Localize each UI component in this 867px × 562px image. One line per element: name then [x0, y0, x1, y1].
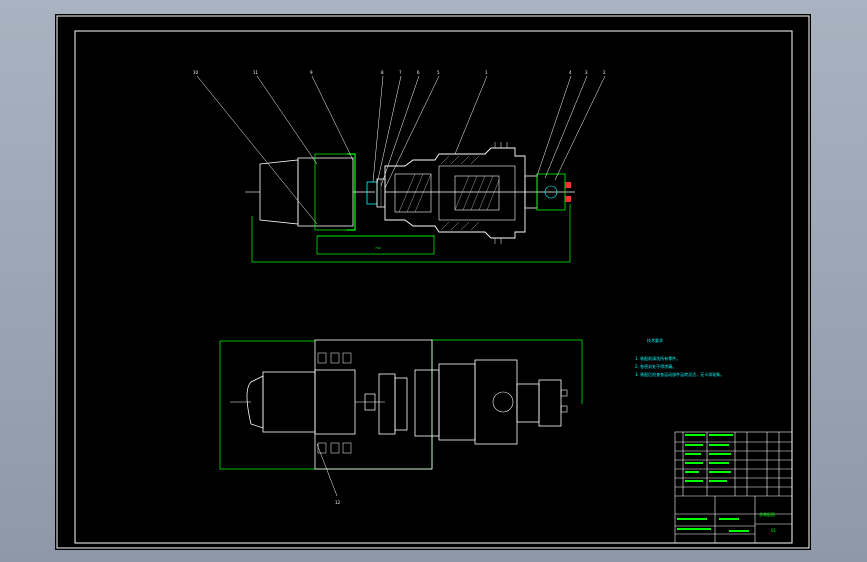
tech-requirement-line: 3. 装配后检查各运动部件运转灵活，无卡滞现象。 [635, 371, 724, 377]
tech-requirements-title: 技术要求 [647, 337, 663, 343]
part-balloons-top: 10 11 9 8 7 6 5 1 4 3 2 [193, 70, 606, 75]
balloon-label: 6 [417, 70, 420, 75]
coupling-icon [353, 178, 386, 208]
title-block [674, 431, 793, 544]
balloon-label: 5 [437, 70, 440, 75]
dimension-envelope [251, 204, 571, 263]
balloon-label: 10 [193, 70, 199, 75]
balloon-label: 3 [585, 70, 588, 75]
tech-requirement-line: 2. 各密封处不得渗漏。 [635, 363, 676, 369]
tech-requirement-line: 1. 装配前清洗所有零件。 [635, 355, 680, 361]
drawing-sheet: 790 [55, 14, 811, 550]
drawing-canvas: 790 [56, 15, 810, 549]
bolt-group [317, 352, 352, 454]
plan-base [314, 339, 433, 470]
balloon-label: 1 [485, 70, 488, 75]
balloon-label: 4 [569, 70, 572, 75]
balloon-label-bottom: 12 [335, 500, 341, 505]
section-view: 790 [193, 70, 606, 263]
plan-envelope [219, 339, 583, 470]
leader-lines [196, 75, 606, 225]
balloon-label: 7 [399, 70, 402, 75]
tech-requirements: 技术要求 1. 装配前清洗所有零件。 2. 各密封处不得渗漏。 3. 装配后检查… [635, 337, 724, 377]
title-block-number: 01 [771, 528, 777, 533]
gearbox-icon [384, 142, 575, 244]
parts-list-fills [677, 434, 749, 532]
outer-frame [56, 15, 810, 549]
balloon-label: 2 [603, 70, 606, 75]
title-block-title: 总装配图 [759, 511, 775, 517]
motor-icon [245, 153, 356, 231]
inner-frame [74, 30, 793, 544]
dimension-text: 790 [375, 246, 381, 250]
balloon-label: 9 [310, 70, 313, 75]
balloon-label: 11 [253, 70, 259, 75]
balloon-label: 8 [381, 70, 384, 75]
plan-view: 12 [219, 339, 583, 505]
base-plate [316, 235, 435, 255]
